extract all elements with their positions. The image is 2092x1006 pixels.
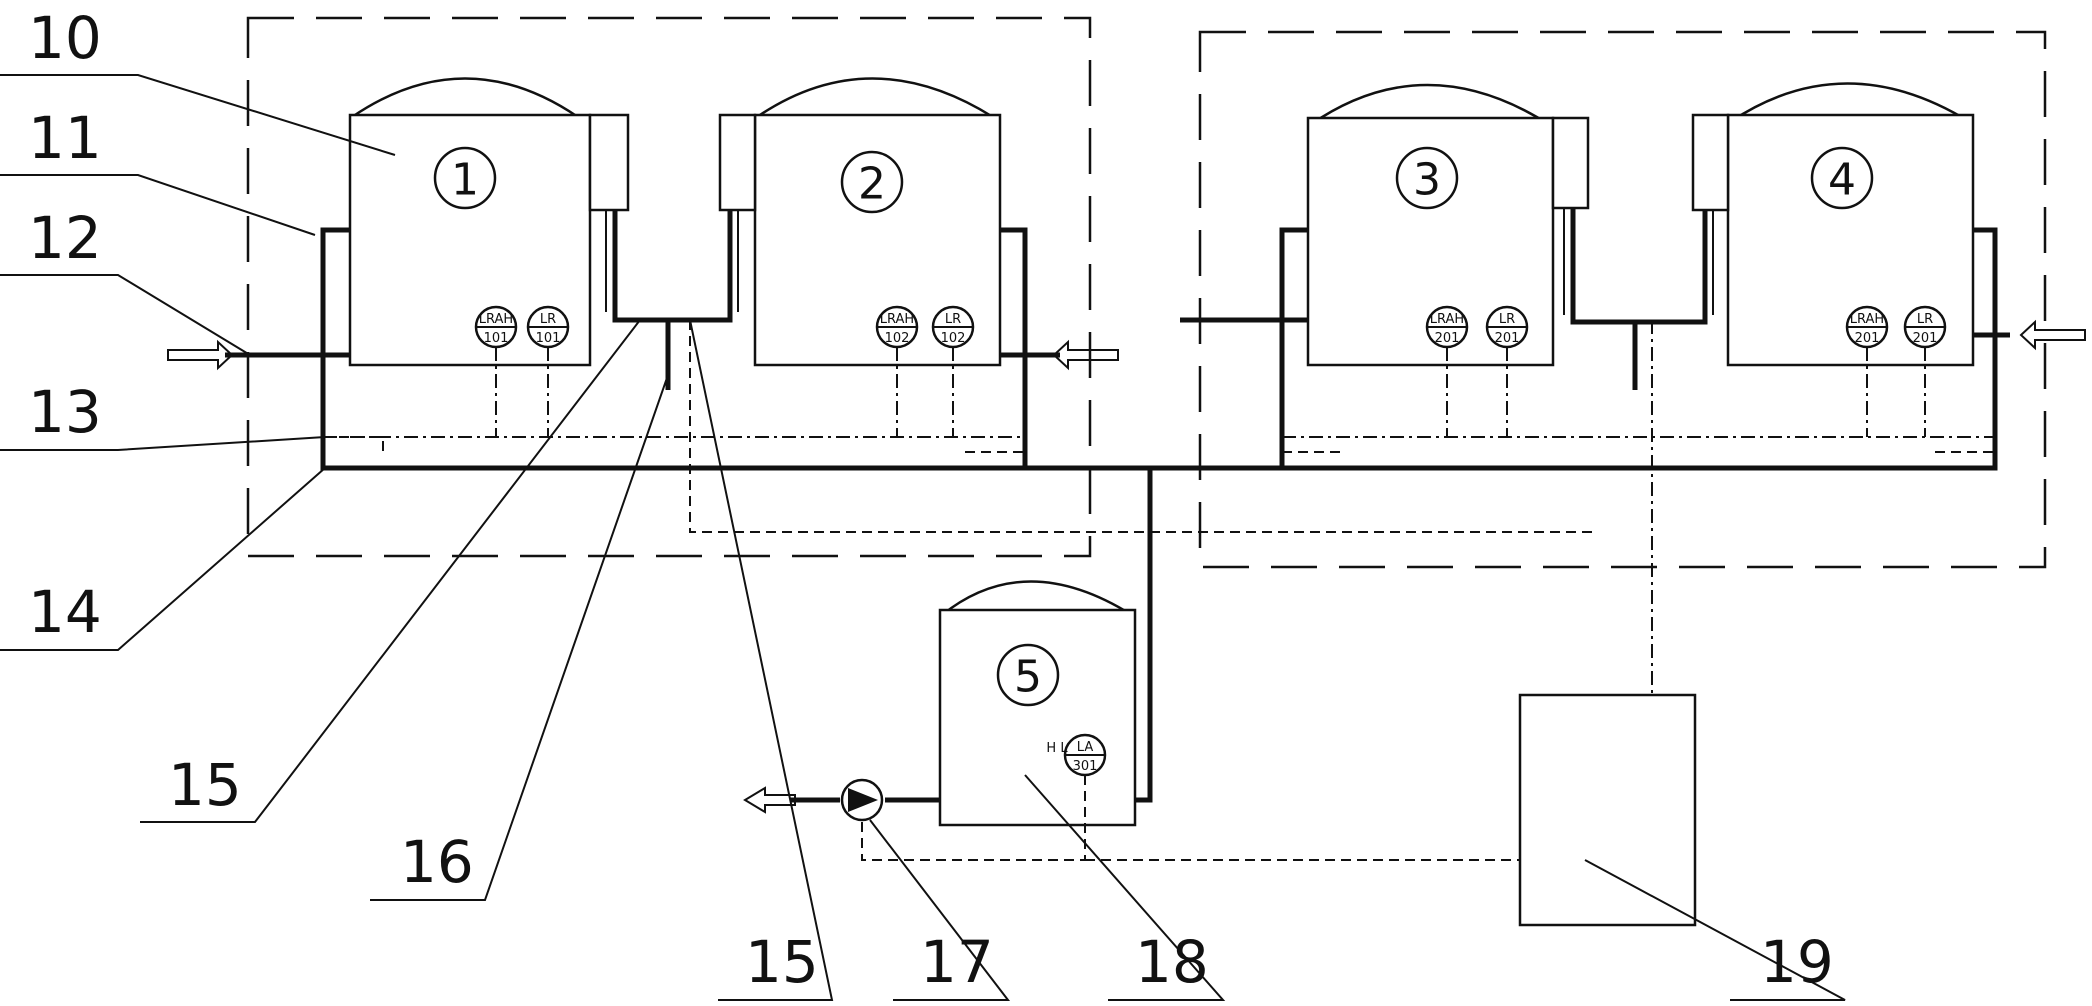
svg-text:LRAH: LRAH xyxy=(1850,312,1884,327)
callout-16: 16 xyxy=(400,828,474,896)
instrument-t4-b: LR 201 xyxy=(1903,305,1947,349)
svg-text:LR: LR xyxy=(1499,312,1515,327)
svg-text:301: 301 xyxy=(1073,759,1098,774)
svg-text:H L: H L xyxy=(1046,741,1068,756)
instrument-t1-a: LRAH 101 xyxy=(474,305,518,349)
callout-14: 14 xyxy=(28,578,102,646)
svg-text:LRAH: LRAH xyxy=(1430,312,1464,327)
callout-18: 18 xyxy=(1135,928,1209,996)
tank-number: 3 xyxy=(1413,155,1441,206)
instrument-t1-b: LR 101 xyxy=(526,305,570,349)
tank-number: 1 xyxy=(451,155,479,206)
controller-box xyxy=(1518,693,1697,927)
svg-text:201: 201 xyxy=(1855,331,1880,346)
instrument-t3-b: LR 201 xyxy=(1485,305,1529,349)
tank-number: 2 xyxy=(858,159,886,210)
instrument-t4-a: LRAH 201 xyxy=(1845,305,1889,349)
svg-text:LR: LR xyxy=(1917,312,1933,327)
svg-text:201: 201 xyxy=(1435,331,1460,346)
svg-text:LRAH: LRAH xyxy=(880,312,914,327)
callout-13: 13 xyxy=(28,378,102,446)
svg-text:LR: LR xyxy=(540,312,556,327)
instrument-t3-a: LRAH 201 xyxy=(1425,305,1469,349)
tank-number: 5 xyxy=(1014,652,1042,703)
callout-10: 10 xyxy=(28,4,102,72)
tank-1: 1 xyxy=(348,77,630,367)
svg-text:102: 102 xyxy=(941,331,966,346)
tank-number: 4 xyxy=(1828,155,1856,206)
outlet-arrow xyxy=(743,786,796,814)
instrument-t2-b: LR 102 xyxy=(931,305,975,349)
callout-11: 11 xyxy=(28,104,102,172)
svg-text:LR: LR xyxy=(945,312,961,327)
inlet-arrow-left xyxy=(167,339,234,371)
inlet-arrow-far-right xyxy=(2019,319,2086,351)
svg-text:101: 101 xyxy=(484,331,509,346)
svg-text:201: 201 xyxy=(1495,331,1520,346)
callout-19: 19 xyxy=(1760,928,1834,996)
svg-text:201: 201 xyxy=(1913,331,1938,346)
instrument-t2-a: LRAH 102 xyxy=(875,305,919,349)
group-frame-left xyxy=(246,16,1092,558)
svg-text:LRAH: LRAH xyxy=(479,312,513,327)
svg-text:LA: LA xyxy=(1077,740,1094,755)
callout-15b: 15 xyxy=(745,928,819,996)
svg-text:102: 102 xyxy=(885,331,910,346)
group-frame-right xyxy=(1198,30,2047,569)
callout-leaders xyxy=(0,74,1846,1001)
inlet-arrow-right xyxy=(1052,339,1119,371)
piping xyxy=(225,208,2010,803)
instrument-t5: LA 301 H L xyxy=(1046,733,1107,777)
callout-15: 15 xyxy=(168,751,242,819)
pump xyxy=(840,778,884,822)
callout-12: 12 xyxy=(28,204,102,272)
callout-17: 17 xyxy=(920,928,994,996)
signal-lines xyxy=(323,320,1995,861)
svg-text:101: 101 xyxy=(536,331,561,346)
